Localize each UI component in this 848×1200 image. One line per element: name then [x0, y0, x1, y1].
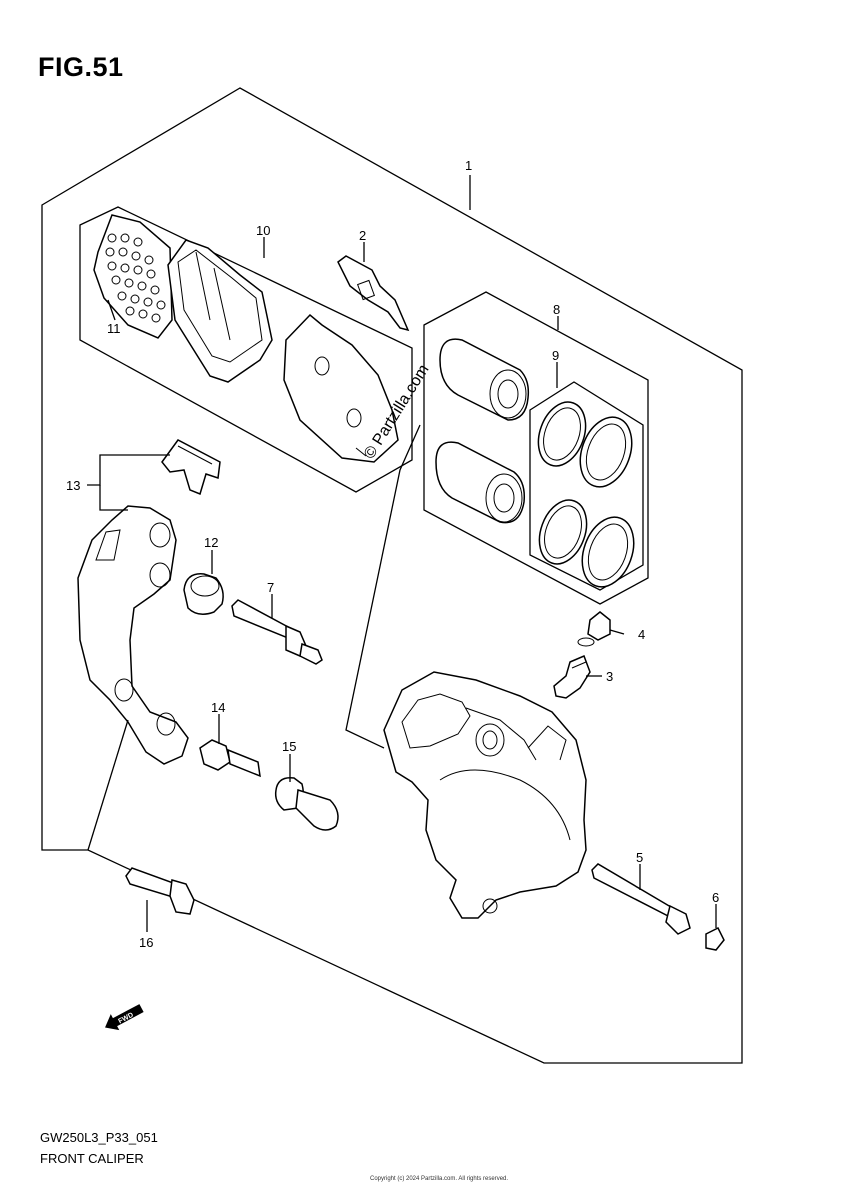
- pin-boot: [183, 573, 224, 615]
- pad-spring: [161, 439, 221, 496]
- pad-shim: [93, 214, 173, 339]
- callout-14: 14: [211, 700, 225, 715]
- slide-pin-upper: [231, 599, 323, 665]
- slide-pin-caliper: [591, 863, 691, 935]
- brake-pad-front: [167, 239, 273, 383]
- callout-10: 10: [256, 223, 270, 238]
- bleeder-screw: [553, 655, 591, 699]
- piston-lower: [435, 441, 526, 524]
- callout-9: 9: [552, 348, 559, 363]
- assembly-boundary: [41, 87, 743, 1064]
- callout-7: 7: [267, 580, 274, 595]
- callout-1: 1: [465, 158, 472, 173]
- callout-2: 2: [359, 228, 366, 243]
- brake-pad-rear: [283, 313, 399, 463]
- callout-4: 4: [638, 627, 645, 642]
- leader-lines: [87, 175, 717, 932]
- mounting-bolt: [125, 867, 195, 915]
- caliper-bracket: [77, 505, 189, 765]
- callout-5: 5: [636, 850, 643, 865]
- pin-plug: [705, 926, 725, 951]
- pin-bolt: [274, 777, 339, 831]
- callout-12: 12: [204, 535, 218, 550]
- slide-pin-lower: [199, 739, 261, 778]
- callout-15: 15: [282, 739, 296, 754]
- callout-16: 16: [139, 935, 153, 950]
- bleeder-cap: [577, 611, 611, 647]
- diagram-code: GW250L3_P33_051: [40, 1130, 158, 1145]
- callout-8: 8: [553, 302, 560, 317]
- forward-direction-badge: FWD: [105, 1004, 144, 1031]
- copyright-notice: Copyright (c) 2024 Partzilla.com. All ri…: [370, 1176, 509, 1182]
- caliper-body: [383, 671, 587, 919]
- piston-group-box: [423, 291, 649, 605]
- fwd-label: FWD: [117, 1012, 134, 1026]
- seal-group-box: [529, 381, 644, 591]
- piston-seals: [537, 401, 635, 588]
- figure-title: FIG.51: [38, 52, 124, 82]
- callout-13: 13: [66, 478, 80, 493]
- piston-upper: [439, 338, 530, 421]
- callout-6: 6: [712, 890, 719, 905]
- diagram-name: FRONT CALIPER: [40, 1151, 144, 1166]
- callout-11: 11: [107, 321, 121, 336]
- pad-clip: [337, 255, 410, 332]
- callout-3: 3: [606, 669, 613, 684]
- pad-group-box: [79, 206, 413, 493]
